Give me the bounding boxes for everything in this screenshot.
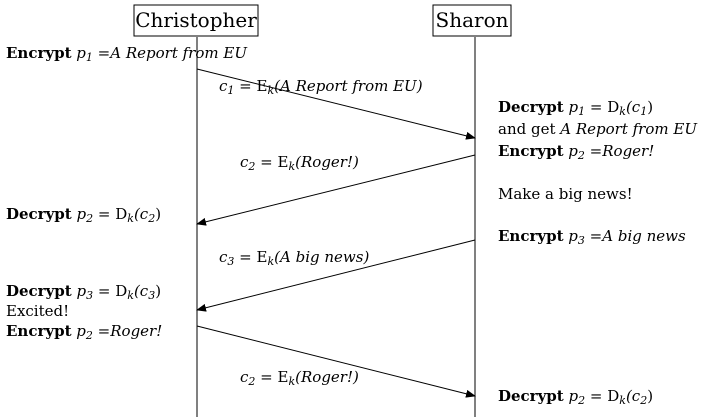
left-note-encrypt-p1: Encrypt p1 =A Report from EU <box>6 44 247 64</box>
left-note-decrypt-p3: Decrypt p3 = Dk(c3) <box>6 282 162 302</box>
right-note-encrypt-p2: Encrypt p2 =Roger! <box>498 142 655 162</box>
sharon-actor-box <box>432 4 512 37</box>
sharon-actor-name: Sharon <box>435 8 509 32</box>
message-label-2: c2 = Ek(Roger!) <box>240 153 359 173</box>
left-note-excited: Excited! <box>6 302 70 320</box>
right-note-encrypt-p3: Encrypt p3 =A big news <box>498 227 686 247</box>
christopher-actor-name: Christopher <box>135 8 257 32</box>
right-note-decrypt-p1: Decrypt p1 = Dk(c1) <box>498 98 654 118</box>
message-arrow-2 <box>196 154 476 226</box>
message-arrow-1 <box>196 68 476 140</box>
christopher-actor-box <box>133 4 259 37</box>
right-note-and-get: and get A Report from EU <box>498 120 697 138</box>
right-note-decrypt-p2: Decrypt p2 = Dk(c2) <box>498 387 654 407</box>
message-arrow-3 <box>196 239 476 312</box>
message-arrow-4 <box>196 325 476 398</box>
left-note-encrypt-p2: Encrypt p2 =Roger! <box>6 322 163 342</box>
message-label-3: c3 = Ek(A big news) <box>219 248 370 268</box>
message-label-1: c1 = Ek(A Report from EU) <box>219 77 423 97</box>
right-note-make-news: Make a big news! <box>498 185 633 203</box>
left-note-decrypt-p2: Decrypt p2 = Dk(c2) <box>6 205 162 225</box>
message-label-4: c2 = Ek(Roger!) <box>240 368 359 388</box>
